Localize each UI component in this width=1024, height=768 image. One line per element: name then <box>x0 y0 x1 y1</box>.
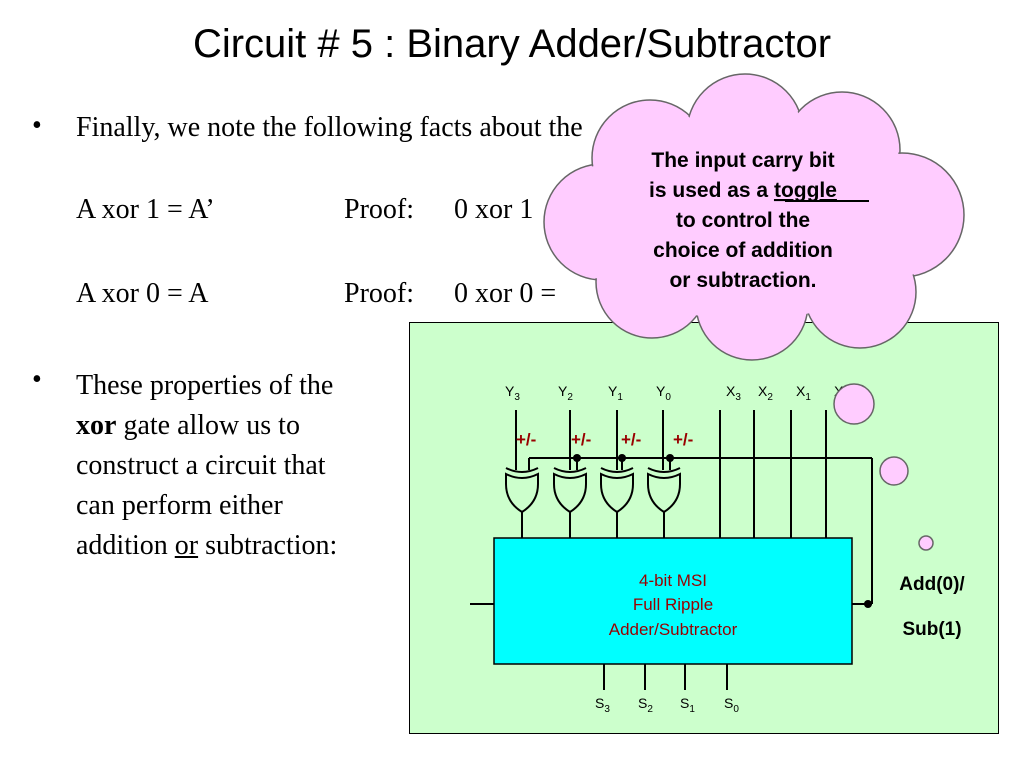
callout-line-1: The input carry bit <box>651 149 834 172</box>
fact-2-proof: 0 xor 0 = <box>454 278 557 309</box>
fact-1-proof: 0 xor 1 <box>454 194 534 225</box>
msi-label-line-3: Adder/Subtractor <box>609 620 738 639</box>
callout-line-4: choice of addition <box>653 239 833 262</box>
callout-line-2: is used as a toggle <box>649 179 837 202</box>
bullet-2-line-2: xor gate allow us to <box>76 410 300 441</box>
xor-sign-label: +/- <box>516 430 536 449</box>
control-label-line-2: Sub(1) <box>902 619 961 640</box>
xor-sign-label: +/- <box>571 430 591 449</box>
callout-text: The input carry bit is used as a toggle … <box>649 149 837 292</box>
x-input-label: X1 <box>796 383 811 403</box>
xor-gate <box>600 467 634 538</box>
bullet-2-line-4: can perform either <box>76 490 283 521</box>
input-wires <box>515 410 827 538</box>
xor-gate <box>647 467 681 538</box>
msi-label-line-2: Full Ripple <box>633 595 713 614</box>
y-input-label: Y1 <box>608 383 623 403</box>
fact-2-expression: A xor 0 = A <box>76 278 209 309</box>
fact-1-expression: A xor 1 = A’ <box>76 194 215 225</box>
xor-keyword: xor <box>76 410 117 441</box>
x-input-label: X3 <box>726 383 741 403</box>
xor-gate <box>553 467 587 538</box>
slide-title: Circuit # 5 : Binary Adder/Subtractor <box>192 22 832 66</box>
junction-dots <box>573 454 872 608</box>
y-input-label: Y3 <box>505 383 520 403</box>
sum-output-label: S3 <box>595 695 610 715</box>
bullet-1-text: Finally, we note the following facts abo… <box>76 112 583 143</box>
y-input-labels: Y3 Y2 Y1 Y0 <box>505 383 671 403</box>
y-input-label: Y2 <box>558 383 573 403</box>
callout-cloud-fill <box>545 75 963 359</box>
sum-output-label: S2 <box>638 695 653 715</box>
y-input-label: Y0 <box>656 383 671 403</box>
bullet-marker: • <box>32 364 42 395</box>
bullet-2-line-5: addition or subtraction: <box>76 530 338 561</box>
bullet-2-line-3: construct a circuit that <box>76 450 326 481</box>
xor-gates <box>505 467 681 538</box>
bullet-2-line-1: These properties of the <box>76 370 334 401</box>
bullet-marker: • <box>32 110 42 141</box>
fact-1-proof-label: Proof: <box>344 194 414 225</box>
x-input-labels: X3 X2 X1 X <box>726 383 844 403</box>
sum-output-label: S1 <box>680 695 695 715</box>
msi-block <box>493 537 853 665</box>
callout-trail <box>833 383 934 551</box>
callout-line-5: or subtraction. <box>669 269 816 292</box>
xor-gate <box>505 467 539 538</box>
xor-sign-labels: +/- +/- +/- +/- <box>516 430 693 449</box>
callout-line-3: to control the <box>676 209 810 232</box>
xor-sign-label: +/- <box>621 430 641 449</box>
sum-output-labels: S3 S2 S1 S0 <box>595 695 739 715</box>
output-wires <box>603 664 728 690</box>
bullet-2-text: These properties of the xor gate allow u… <box>76 366 406 566</box>
or-underlined: or <box>174 530 199 561</box>
xor-sign-label: +/- <box>673 430 693 449</box>
fact-2-proof-label: Proof: <box>344 278 414 309</box>
sum-output-label: S0 <box>724 695 739 715</box>
control-label-line-1: Add(0)/ <box>899 574 965 595</box>
x-input-label: X2 <box>758 383 773 403</box>
msi-label-line-1: 4-bit MSI <box>639 571 707 590</box>
